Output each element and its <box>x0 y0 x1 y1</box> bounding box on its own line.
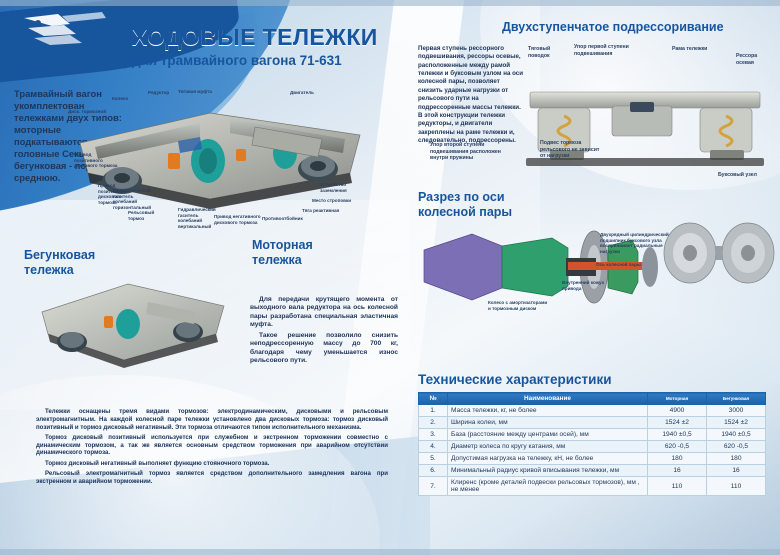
cell-number: 4. <box>418 440 448 453</box>
cell-trailer: 3000 <box>706 404 766 417</box>
brakes-para-1: Тележки оснащены тремя видами тормозов: … <box>36 408 388 431</box>
specifications-table: № Наименование Моторная Бегунковая 1.Мас… <box>418 392 766 496</box>
heading-specifications: Технические характеристики <box>418 372 612 387</box>
callout-ustroistvo-zazemleniya: Устройство заземления <box>320 182 347 193</box>
cell-name: Клиренс (кроме деталей подвески рельсовы… <box>447 476 648 496</box>
page-title: ХОДОВЫЕ ТЕЛЕЖКИ для трамвайного вагона 7… <box>132 24 378 68</box>
col-motor: Моторная <box>647 392 707 405</box>
cell-name: Масса тележки, кг, не более <box>447 404 648 417</box>
callout-vnutrennii-kozhukh: Внутренний кожух привода <box>562 280 605 291</box>
callout-tyagovaya-mufta: Тяговая муфта <box>178 89 212 94</box>
callout-dvigatel: Двигатель <box>290 90 314 95</box>
callout-privod-pozitivnogo: Привод позитивного дискового тормоза <box>98 183 127 206</box>
callout-upor-pervoy-stupeni: Упор первой ступени подвешивания <box>574 44 629 57</box>
cell-name: Ширина колеи, мм <box>447 416 648 429</box>
callout-protivoot: Противоотбойник <box>262 216 303 221</box>
cell-motor: 1940 ±0,5 <box>647 428 707 441</box>
table-row: 3.База (расстояние между центрами осей),… <box>418 428 766 441</box>
col-name: Наименование <box>447 392 648 405</box>
heading-axle-section: Разрез по оси колесной пары <box>418 190 513 219</box>
col-trailer: Бегунковая <box>706 392 766 405</box>
cell-motor: 16 <box>647 464 707 477</box>
motor-text-para-1: Для передачи крутящего момента от выходн… <box>250 296 398 329</box>
intro-text: Трамвайный вагон укомплектован тележками… <box>14 88 122 184</box>
callout-tyaga-reaktivnaya: Тяга реактивная <box>302 208 340 213</box>
top-edge-band <box>0 0 780 6</box>
cell-trailer: 1524 ±2 <box>706 416 766 429</box>
cell-number: 5. <box>418 452 448 465</box>
callout-reduktor: Редуктор <box>148 90 170 95</box>
bottom-edge-band <box>0 549 780 555</box>
motor-text-para-2: Такое решение позволило снизить неподрес… <box>250 331 398 365</box>
callout-rama-telezhki: Рама тележки <box>672 46 708 52</box>
col-number: № <box>418 392 448 405</box>
axle-section-illustration <box>418 212 668 322</box>
cell-motor: 1524 ±2 <box>647 416 707 429</box>
spring-suspension-text: Первая ступень рессорного подвешивания, … <box>418 45 524 144</box>
cell-number: 6. <box>418 464 448 477</box>
callout-mesto-stropovki: Место строповки <box>312 198 352 203</box>
cell-trailer: 16 <box>706 464 766 477</box>
callout-os-kolesnoy-pary: Ось колесной пары <box>596 262 641 267</box>
callout-buksovyi-uzel: Буксовый узел <box>718 172 757 178</box>
callout-ressora-osevaya: Рессора осевая <box>736 53 758 66</box>
cell-trailer: 1940 ±0,5 <box>706 428 766 441</box>
cell-name: Допустимая нагрузка на тележку, кН, не б… <box>447 452 648 465</box>
cell-motor: 620 -0,5 <box>647 440 707 453</box>
callout-gidro-vertik: Гидравлический гаситель колебаний вертик… <box>178 207 216 230</box>
heading-spring-suspension: Двухступенчатое подрессоривание <box>502 20 724 34</box>
table-row: 5.Допустимая нагрузка на тележку, кН, не… <box>418 452 766 465</box>
cell-number: 1. <box>418 404 448 417</box>
callout-tyagovyi-povodok: Тяговый поводок <box>528 46 551 59</box>
cell-number: 7. <box>418 476 448 496</box>
callout-upor-vtoroy-stupeni: Упор второй ступени подвешивания располо… <box>430 142 501 161</box>
callout-relsovyi-tormoz: Рельсовый тормоз <box>128 210 155 221</box>
cell-trailer: 110 <box>706 476 766 496</box>
motor-bogie-illustration <box>60 95 390 230</box>
cell-name: Диаметр колеса по кругу катания, мм <box>447 440 648 453</box>
cell-number: 3. <box>418 428 448 441</box>
callout-disk-tormoz-pos: Диск. тормозной <box>68 109 107 114</box>
wheel-cross-section-illustration <box>660 218 778 288</box>
callout-kolesnaya-para: Колесо <box>112 96 129 101</box>
table-row: 7.Клиренс (кроме деталей подвески рельсо… <box>418 476 766 496</box>
brakes-para-3: Тормоз дисковый негативный выполняет фун… <box>45 459 270 467</box>
callout-dvukhryadnyi-podshipnik: Двухрядный цилиндрический подшипник букс… <box>600 232 669 255</box>
cell-motor: 180 <box>647 452 707 465</box>
motor-bogie-text: Для передачи крутящего момента от выходн… <box>250 296 398 368</box>
table-header-row: № Наименование Моторная Бегунковая <box>418 392 766 405</box>
cell-motor: 110 <box>647 476 707 496</box>
callout-gidro-gorizont: Гидравлический гаситель колебаний горизо… <box>113 188 152 211</box>
brakes-para-2: Тормоз дисковый позитивный используется … <box>36 433 388 457</box>
cell-name: Минимальный радиус кривой вписывания тел… <box>447 464 648 477</box>
cell-motor: 4900 <box>647 404 707 417</box>
heading-motornaya: Моторная тележка <box>252 238 313 267</box>
spring-suspension-illustration <box>520 72 770 182</box>
table-row: 6.Минимальный радиус кривой вписывания т… <box>418 464 766 477</box>
brakes-para-4: Рельсовый электромагнитный тормоз являет… <box>36 470 388 485</box>
trailer-bogie-illustration <box>28 272 238 377</box>
callout-privod-negativnogo: Привод негативного дискового тормоза <box>214 214 261 225</box>
heading-begunkovaya: Бегунковая тележка <box>24 248 96 277</box>
cell-trailer: 620 -0,5 <box>706 440 766 453</box>
cell-trailer: 180 <box>706 452 766 465</box>
brakes-text: Тележки оснащены тремя видами тормозов: … <box>36 408 388 488</box>
cell-name: База (расстояние между центрами осей), м… <box>447 428 648 441</box>
cell-number: 2. <box>418 416 448 429</box>
title-sub: для трамвайного вагона 71-631 <box>132 53 342 68</box>
callout-podves-tormoza: Подвес тормоза рельсового не зависит от … <box>540 140 600 159</box>
manufacturer-logo <box>18 10 114 56</box>
callout-privod-pozit-disk-tormoza: Привод позитивного дискового тормоза <box>74 152 118 169</box>
callout-kolesa-s-amortizatorami: Колесо с амортизаторами и тормозным диск… <box>488 300 548 311</box>
title-main: ХОДОВЫЕ ТЕЛЕЖКИ <box>132 24 378 50</box>
